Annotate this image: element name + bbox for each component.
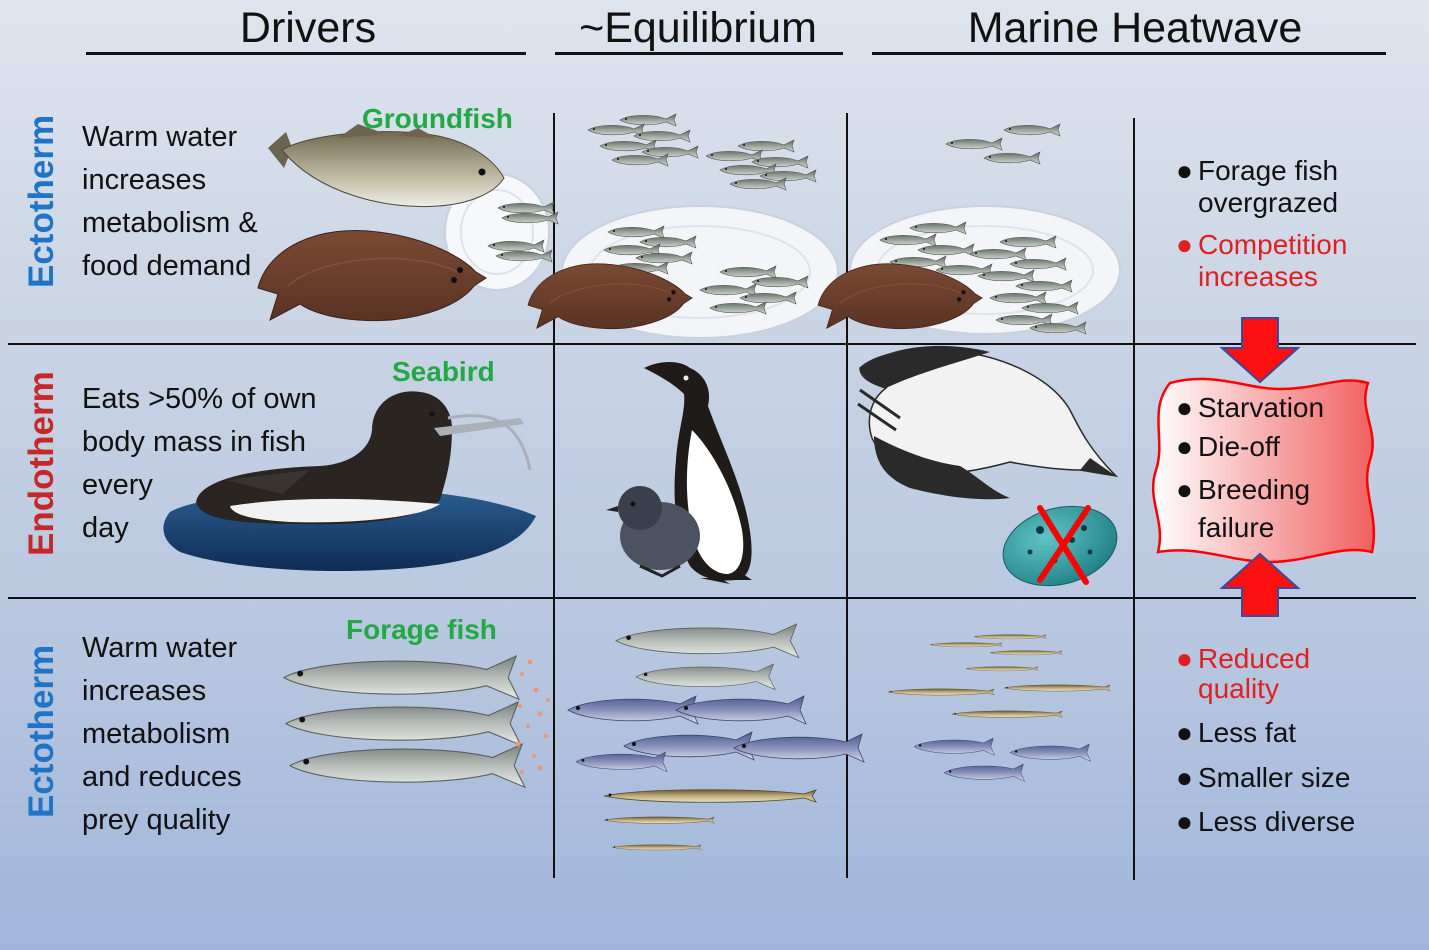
outcome-row3-item2: ●Less fat — [1176, 717, 1296, 749]
outcome-line: Competition — [1198, 229, 1347, 260]
outcome-line: Reduced — [1198, 643, 1310, 674]
dead-murre-icon — [858, 346, 1116, 499]
outcome-row3-item4: ●Less diverse — [1176, 806, 1355, 838]
outcome-line: Die-off — [1198, 431, 1280, 463]
outcome-row2-item1: ●Starvation — [1176, 392, 1324, 424]
bullet-icon: ● — [1176, 644, 1198, 674]
outcome-line: failure — [1198, 512, 1274, 543]
bullet-icon: ● — [1176, 762, 1198, 794]
bullet-icon: ● — [1176, 392, 1198, 424]
arrow-up-icon — [1222, 554, 1298, 616]
outcome-line: quality — [1198, 673, 1279, 704]
outcome-line: Less diverse — [1198, 806, 1355, 838]
outcome-line: Breeding — [1198, 474, 1310, 505]
outcome-line: overgrazed — [1198, 187, 1338, 218]
outcome-line: Smaller size — [1198, 762, 1350, 794]
capelin-stack-icon — [284, 656, 525, 787]
outcome-line: Less fat — [1198, 717, 1296, 749]
bullet-icon: ● — [1176, 717, 1198, 749]
fish-assemblage-icon — [568, 624, 864, 850]
arrow-down-icon — [1222, 318, 1298, 382]
prey-particles-icon — [516, 660, 551, 775]
outcome-line: Starvation — [1198, 392, 1324, 424]
cod-icon — [268, 124, 504, 207]
outcome-line: Forage fish — [1198, 155, 1338, 186]
outcome-line: increases — [1198, 261, 1318, 292]
bullet-icon: ● — [1176, 471, 1198, 509]
bullet-icon: ● — [1176, 806, 1198, 838]
bullet-icon: ● — [1176, 155, 1198, 187]
small-fish-assemblage-icon — [888, 635, 1110, 782]
outcome-row2-item2: ●Die-off — [1176, 431, 1280, 463]
bullet-icon: ● — [1176, 431, 1198, 463]
outcome-row3-item3: ●Smaller size — [1176, 762, 1350, 794]
outcome-row2-item3: ●Breeding failure — [1176, 471, 1310, 547]
bullet-icon: ● — [1176, 229, 1198, 261]
